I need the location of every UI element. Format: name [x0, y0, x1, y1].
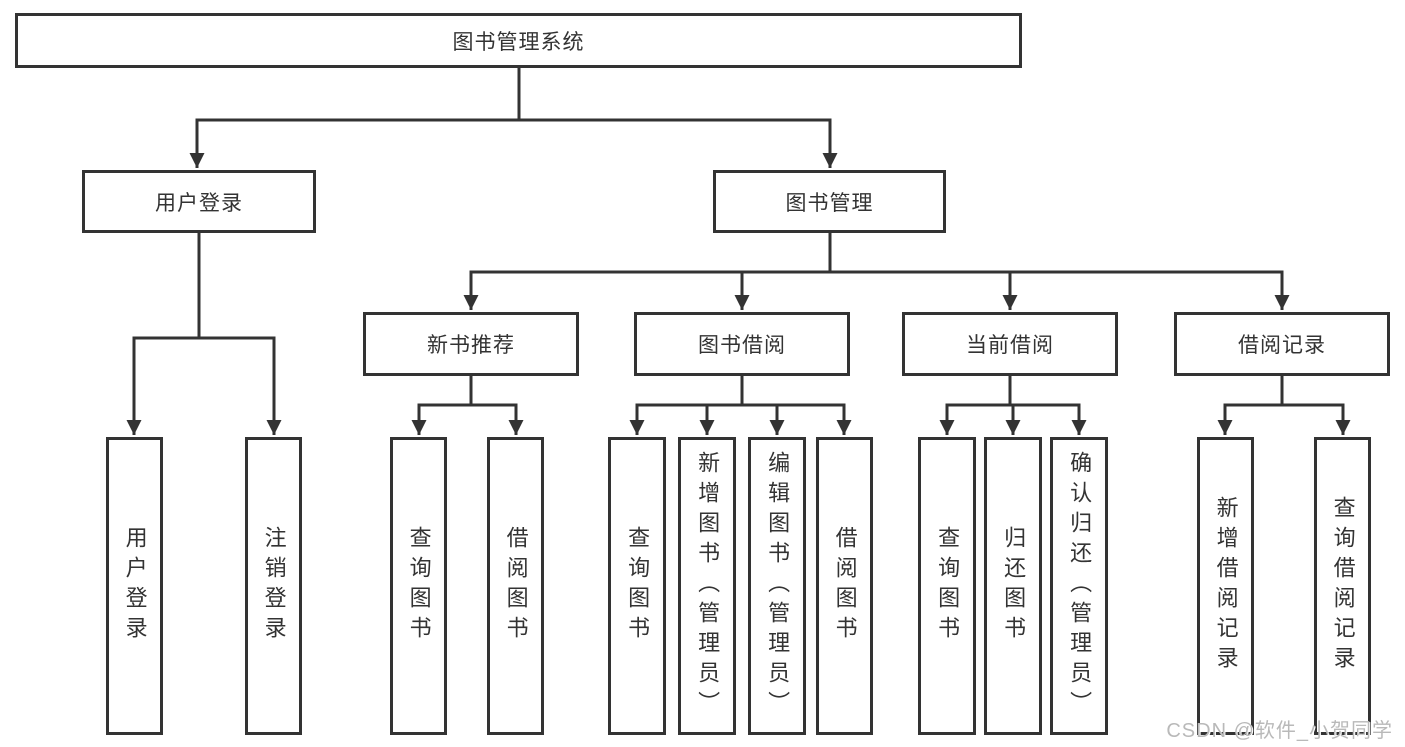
- leaf-user-login: 用户登录: [106, 437, 163, 735]
- leaf-query-books-recommend-label: 查询图书: [406, 526, 432, 646]
- leaf-confirm-return-admin-label: 确认归还（管理员）: [1067, 451, 1093, 721]
- node-book-borrow-label: 图书借阅: [698, 334, 786, 357]
- leaf-add-books-admin: 新增图书（管理员）: [678, 437, 736, 735]
- node-book-borrow: 图书借阅: [634, 312, 850, 376]
- node-root-label: 图书管理系统: [452, 30, 585, 54]
- leaf-query-borrow-record: 查询借阅记录: [1314, 437, 1371, 735]
- node-new-book-recommend-label: 新书推荐: [427, 334, 515, 357]
- leaf-query-borrow-record-label: 查询借阅记录: [1330, 496, 1356, 676]
- leaf-borrow-books-recommend-label: 借阅图书: [503, 526, 529, 646]
- leaf-logout: 注销登录: [245, 437, 302, 735]
- leaf-query-books-recommend: 查询图书: [390, 437, 447, 735]
- leaf-add-borrow-record: 新增借阅记录: [1197, 437, 1254, 735]
- node-user-login-label: 用户登录: [155, 191, 243, 215]
- node-borrow-records: 借阅记录: [1174, 312, 1390, 376]
- leaf-borrow-books-label: 借阅图书: [832, 526, 858, 646]
- leaf-edit-books-admin-label: 编辑图书（管理员）: [765, 451, 791, 721]
- leaf-query-books-current: 查询图书: [918, 437, 976, 735]
- leaf-query-books-borrow-label: 查询图书: [625, 526, 651, 646]
- leaf-borrow-books-recommend: 借阅图书: [487, 437, 544, 735]
- node-root-library-management-system: 图书管理系统: [15, 13, 1022, 68]
- node-borrow-records-label: 借阅记录: [1238, 334, 1326, 357]
- node-user-login: 用户登录: [82, 170, 316, 233]
- node-book-management-label: 图书管理: [785, 191, 874, 215]
- node-current-borrow: 当前借阅: [902, 312, 1118, 376]
- leaf-return-books: 归还图书: [984, 437, 1042, 735]
- node-current-borrow-label: 当前借阅: [966, 334, 1054, 357]
- node-new-book-recommend: 新书推荐: [363, 312, 579, 376]
- leaf-borrow-books: 借阅图书: [816, 437, 873, 735]
- leaf-confirm-return-admin: 确认归还（管理员）: [1050, 437, 1108, 735]
- leaf-edit-books-admin: 编辑图书（管理员）: [748, 437, 806, 735]
- leaf-return-books-label: 归还图书: [1001, 526, 1027, 646]
- leaf-add-borrow-record-label: 新增借阅记录: [1213, 496, 1239, 676]
- node-book-management: 图书管理: [713, 170, 946, 233]
- leaf-user-login-label: 用户登录: [122, 526, 148, 646]
- leaf-query-books-borrow: 查询图书: [608, 437, 666, 735]
- leaf-add-books-admin-label: 新增图书（管理员）: [695, 451, 721, 721]
- watermark-text: CSDN @软件_小贺同学: [1166, 720, 1393, 742]
- leaf-query-books-current-label: 查询图书: [935, 526, 961, 646]
- leaf-logout-label: 注销登录: [261, 526, 287, 646]
